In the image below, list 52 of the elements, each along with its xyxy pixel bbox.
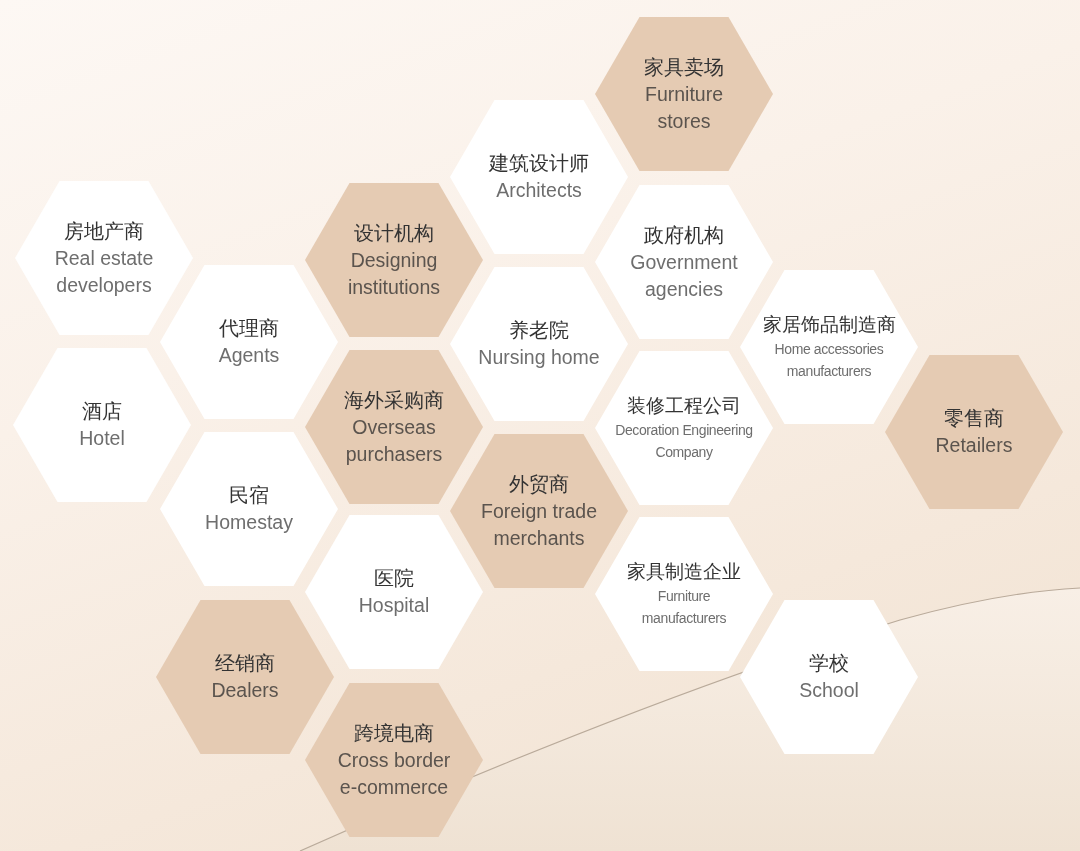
hexagon-title: 养老院 — [508, 318, 570, 343]
hexagon-subtitle: Hotel — [78, 426, 126, 451]
hexagon-subtitle: Furniture stores — [644, 81, 724, 134]
hexagon-subtitle: School — [798, 678, 860, 703]
hexagon-subtitle: Hospital — [358, 593, 430, 618]
hexagon — [305, 683, 483, 837]
hexagon — [450, 267, 628, 421]
hexagon-title: 装修工程公司 — [626, 394, 742, 418]
hexagon-subtitle: Agents — [218, 343, 280, 368]
hexagon-subtitle: Foreign trade merchants — [480, 498, 598, 551]
hexagon-subtitle: Architects — [495, 178, 583, 203]
hexagon-subtitle: Nursing home — [477, 345, 601, 370]
hexagon — [160, 265, 338, 419]
hexagon-title: 设计机构 — [353, 220, 435, 246]
hexagon-title: 海外采购商 — [343, 387, 445, 413]
hexagon-title: 学校 — [808, 651, 850, 676]
hexagon-subtitle: Homestay — [204, 510, 294, 535]
hexagon-title: 跨境电商 — [353, 720, 435, 746]
hexagon — [740, 270, 918, 424]
hexagon — [13, 348, 191, 502]
hexagon-title: 零售商 — [943, 406, 1005, 431]
hexagon-title: 政府机构 — [643, 222, 725, 248]
hexagon-subtitle: Real estate developers — [54, 245, 154, 298]
hexagon — [595, 517, 773, 671]
hexagon-subtitle: Cross border e-commerce — [337, 747, 451, 800]
hexagon — [450, 100, 628, 254]
hexagon-title: 建筑设计师 — [488, 151, 590, 176]
hexagon-subtitle: Decoration Engineering Company — [614, 421, 754, 462]
hexagon-title: 医院 — [373, 566, 415, 591]
hexagon — [305, 183, 483, 337]
hexagon-subtitle: Home accessories manufacturers — [774, 340, 884, 381]
hexagon — [885, 355, 1063, 509]
hexagon — [595, 17, 773, 171]
hexagon — [740, 600, 918, 754]
hexagon — [160, 432, 338, 586]
hexagon-title: 民宿 — [228, 483, 270, 508]
hexagon-subtitle: Furniture manufacturers — [641, 587, 727, 628]
hexagon-title: 代理商 — [218, 316, 280, 341]
hexagon-title: 外贸商 — [508, 471, 570, 497]
hexagon — [156, 600, 334, 754]
hexagon-subtitle: Retailers — [935, 433, 1013, 458]
hexagon-title: 经销商 — [214, 651, 276, 676]
hexagon-subtitle: Dealers — [210, 678, 280, 703]
hexagon-title: 房地产商 — [63, 218, 145, 244]
hexagon-title: 家具制造企业 — [626, 560, 742, 584]
hexagon-title: 家具卖场 — [643, 54, 725, 80]
hexagon-subtitle: Overseas purchasers — [345, 414, 443, 467]
hexagon-title: 家居饰品制造商 — [762, 313, 896, 337]
hexagon-subtitle: Government agencies — [629, 249, 739, 302]
hexagon-title: 酒店 — [81, 399, 123, 424]
hexagon — [305, 515, 483, 669]
hexagon-subtitle: Designing institutions — [347, 247, 441, 300]
